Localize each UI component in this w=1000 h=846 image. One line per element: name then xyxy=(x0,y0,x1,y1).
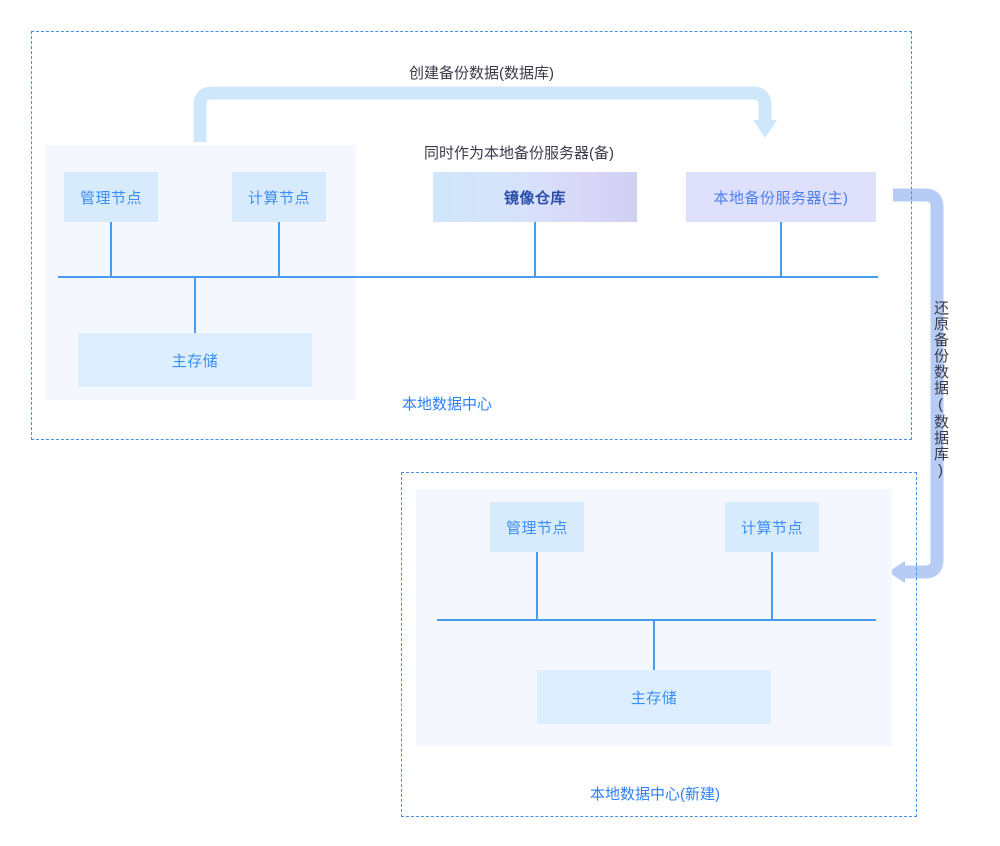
caption-also-local-backup: 同时作为本地备份服务器(备) xyxy=(424,145,614,162)
caption-restore-backup: 还原备份数据(数据库) xyxy=(932,300,949,480)
top-storage-connector xyxy=(194,277,196,334)
top-mgmt-connector xyxy=(110,222,112,277)
top-bus-line xyxy=(58,276,878,278)
top-region-title: 本地数据中心 xyxy=(402,396,493,413)
node-management-bottom[interactable]: 管理节点 xyxy=(490,502,584,552)
bottom-mgmt-connector xyxy=(536,552,538,620)
bottom-datacenter-region xyxy=(401,472,917,817)
bottom-storage-connector xyxy=(653,620,655,671)
bottom-bus-line xyxy=(437,619,876,621)
bottom-compute-connector xyxy=(771,552,773,620)
node-management-top[interactable]: 管理节点 xyxy=(64,172,158,222)
bottom-region-title: 本地数据中心(新建) xyxy=(590,786,720,803)
node-primary-storage-bottom[interactable]: 主存储 xyxy=(537,670,771,724)
node-compute-bottom[interactable]: 计算节点 xyxy=(725,502,819,552)
node-compute-top[interactable]: 计算节点 xyxy=(232,172,326,222)
registry-connector xyxy=(534,222,536,277)
top-compute-connector xyxy=(278,222,280,277)
node-image-registry[interactable]: 镜像仓库 xyxy=(433,172,637,222)
top-datacenter-region xyxy=(31,31,912,440)
backup-server-connector xyxy=(780,222,782,277)
node-primary-storage-top[interactable]: 主存储 xyxy=(78,333,312,387)
caption-create-backup: 创建备份数据(数据库) xyxy=(409,65,554,82)
node-local-backup-server-primary[interactable]: 本地备份服务器(主) xyxy=(686,172,876,222)
